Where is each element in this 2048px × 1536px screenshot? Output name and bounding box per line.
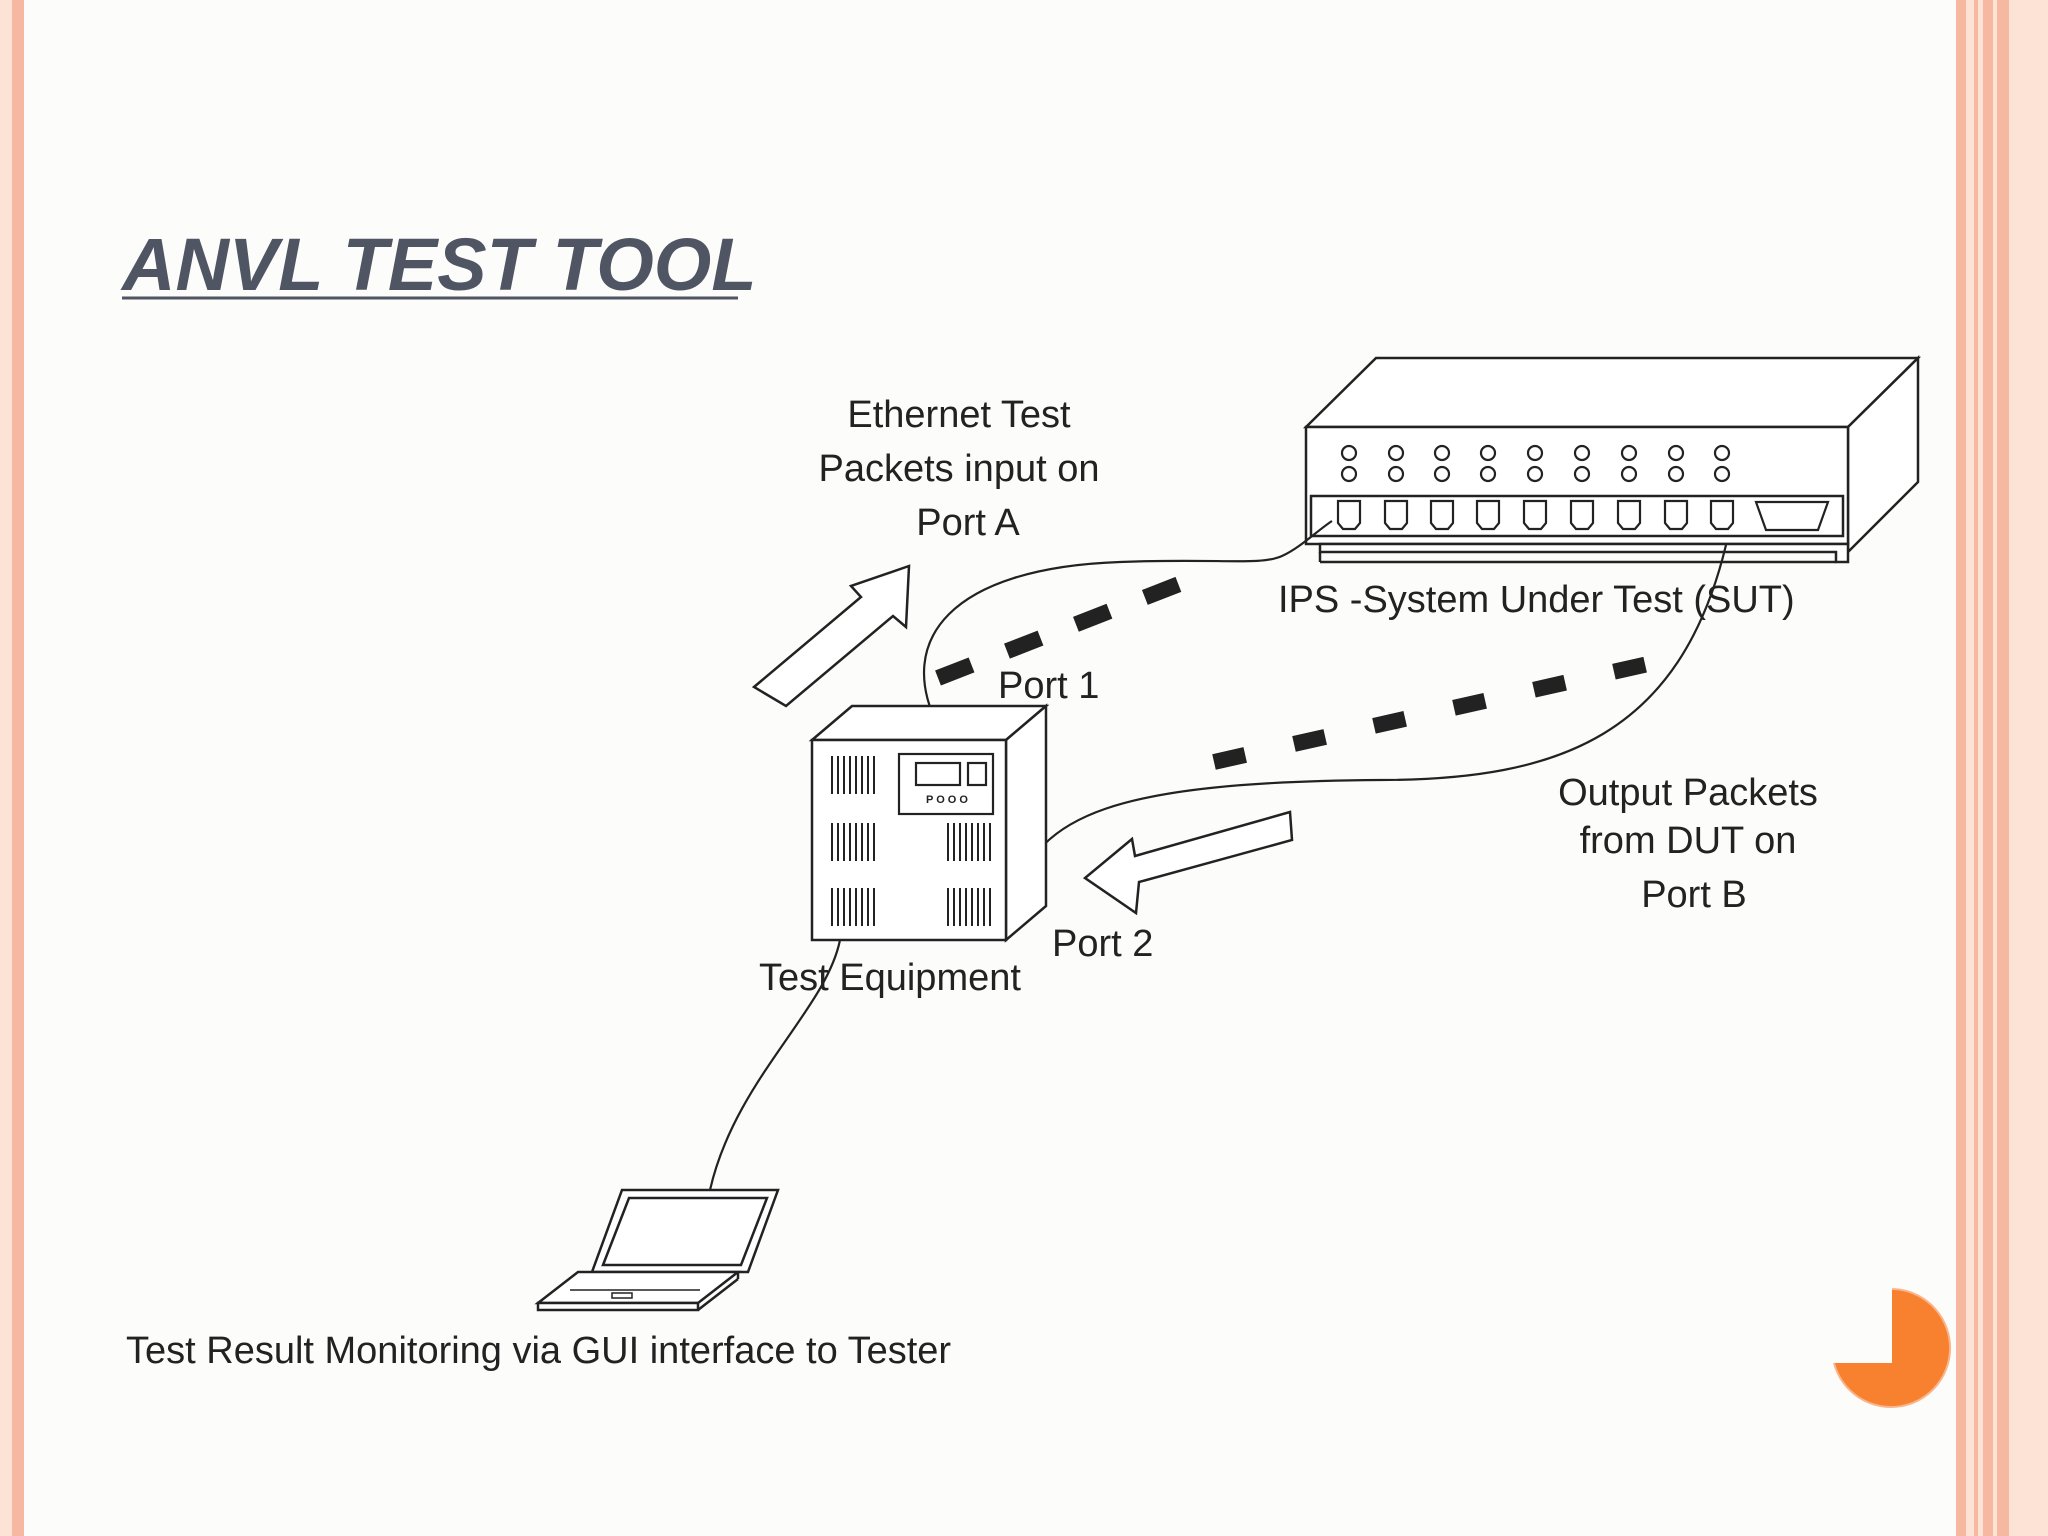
test-equipment-device bbox=[808, 703, 1050, 943]
equipment-vents bbox=[831, 756, 991, 926]
sut-ethernet-ports bbox=[1336, 499, 1830, 532]
output-packets-label: Output Packets from DUT on Port B bbox=[1558, 772, 1818, 916]
port2-cable bbox=[1012, 544, 1728, 897]
sut-led-indicators bbox=[1340, 444, 1731, 483]
svg-text:Packets input on: Packets input on bbox=[819, 448, 1100, 490]
orange-accent-arc bbox=[1834, 1289, 1951, 1407]
port1-cable bbox=[922, 520, 1333, 727]
output-packet-flow bbox=[1212, 656, 1650, 770]
svg-text:from DUT on: from DUT on bbox=[1580, 820, 1797, 862]
laptop-icon bbox=[534, 1188, 780, 1312]
packet-flow-dashes bbox=[935, 566, 1650, 770]
left-border bbox=[0, 0, 24, 1536]
port1-label: Port 1 bbox=[998, 665, 1099, 707]
sut-label: IPS -System Under Test (SUT) bbox=[1278, 579, 1795, 621]
svg-text:Port B: Port B bbox=[1641, 874, 1747, 916]
input-arrow-icon bbox=[751, 564, 911, 708]
equipment-display-panel: P O O O bbox=[897, 752, 995, 816]
right-border bbox=[1956, 0, 2048, 1536]
svg-text:Port A: Port A bbox=[916, 502, 1020, 544]
port2-label: Port 2 bbox=[1052, 923, 1153, 965]
cables bbox=[708, 520, 1728, 1191]
svg-text:Ethernet Test: Ethernet Test bbox=[847, 394, 1071, 436]
input-packets-label: Ethernet Test Packets input on Port A bbox=[819, 394, 1100, 544]
test-equipment-label: Test Equipment bbox=[759, 957, 1021, 999]
monitoring-label: Test Result Monitoring via GUI interface… bbox=[126, 1330, 951, 1372]
svg-text:Output Packets: Output Packets bbox=[1558, 772, 1818, 814]
input-packet-flow bbox=[935, 566, 1208, 686]
output-arrow-icon bbox=[1082, 810, 1294, 916]
flow-arrows bbox=[751, 564, 1294, 916]
slide-title: ANVL TEST TOOL bbox=[120, 223, 757, 306]
monitoring-cable bbox=[708, 939, 842, 1191]
equipment-display-text: P O O O bbox=[926, 794, 968, 806]
